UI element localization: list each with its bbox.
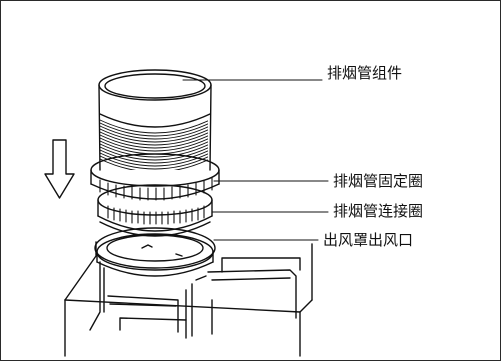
callout-connecting-ring: 排烟管连接圈 bbox=[333, 202, 424, 220]
callout-pipe-assembly: 排烟管组件 bbox=[327, 64, 403, 82]
outlet-opening bbox=[94, 227, 216, 277]
outlet-housing bbox=[64, 241, 313, 357]
pipe-assembly bbox=[98, 69, 212, 171]
connecting-ring bbox=[97, 184, 213, 237]
corrugated-hose bbox=[100, 119, 208, 170]
callout-fixing-ring: 排烟管固定圈 bbox=[333, 172, 424, 190]
down-arrow-outline-icon bbox=[44, 139, 75, 199]
fixing-ring bbox=[90, 153, 220, 201]
callout-outlet: 出风罩出风口 bbox=[323, 231, 414, 249]
